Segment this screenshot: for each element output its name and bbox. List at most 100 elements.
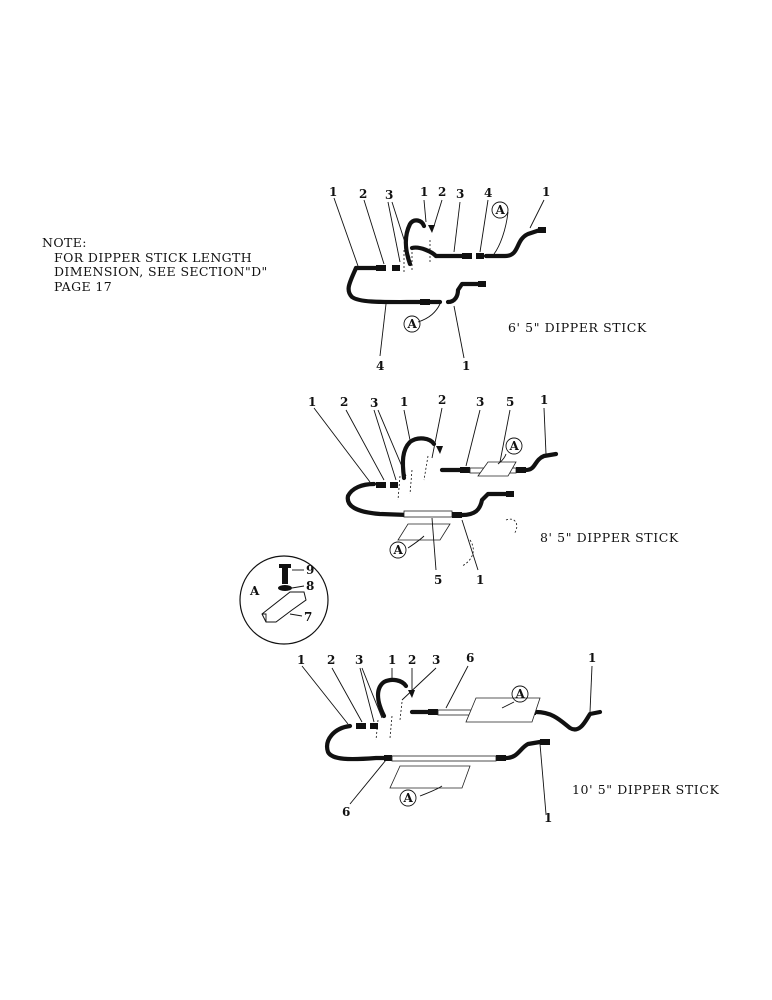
callout-1: 1 [329, 185, 337, 199]
clamp-marker-circle [403, 315, 421, 333]
fitting [452, 512, 462, 518]
leader [313, 407, 371, 483]
hose-upper-1 [375, 677, 409, 719]
leader [349, 759, 387, 805]
callout-1: 1 [462, 359, 470, 373]
callout-3: 3 [432, 653, 440, 667]
leader [529, 199, 545, 229]
clamp-marker: A [495, 203, 506, 217]
assembly-10-5: 1 2 3 1 2 3 6 1 6 1 A A 10' 5" DIPPER ST… [297, 651, 719, 825]
callout-2: 2 [327, 653, 335, 667]
clamp-marker-circle [511, 685, 529, 703]
hose-lower-2 [503, 739, 543, 761]
clamp-marker-circle [399, 789, 417, 807]
hose-upper-2 [533, 709, 603, 732]
callout-1: 1 [476, 573, 484, 587]
callout-9: 9 [306, 563, 314, 577]
callout-8: 8 [306, 579, 314, 593]
tube [391, 755, 497, 762]
leader [345, 409, 385, 481]
clamp-marker: A [403, 791, 414, 805]
leader [391, 201, 411, 259]
callout-5: 5 [434, 573, 442, 587]
fitting [428, 225, 435, 233]
leader [403, 409, 411, 441]
callout-1: 1 [588, 651, 596, 665]
leader [431, 517, 437, 571]
callout-2: 2 [438, 393, 446, 407]
leader [333, 197, 359, 267]
detail-label: A [249, 584, 260, 598]
fitting [370, 723, 378, 729]
leader [431, 407, 443, 459]
callout-3: 3 [370, 396, 378, 410]
callout-2: 2 [408, 653, 416, 667]
assembly-caption: 10' 5" DIPPER STICK [572, 782, 719, 797]
callout-1: 1 [308, 395, 316, 409]
callout-1: 1 [540, 393, 548, 407]
assembly-6-5: 1 2 3 1 2 3 4 1 4 1 A A 6' 5" DIPPER STI… [329, 185, 646, 373]
fitting [506, 491, 514, 497]
leader [291, 585, 305, 589]
callout-7: 7 [304, 610, 312, 624]
leader [407, 535, 425, 549]
fitting [390, 482, 398, 488]
callout-3: 3 [476, 395, 484, 409]
tube [403, 510, 453, 518]
fitting [516, 467, 526, 473]
note-line-1: FOR DIPPER STICK LENGTH [54, 249, 253, 265]
leader [497, 453, 507, 465]
clamp-plate [465, 697, 541, 723]
clamp-marker-circle [505, 437, 523, 455]
leader [301, 665, 349, 725]
hose-upper-1 [403, 218, 427, 267]
leader [433, 199, 443, 227]
washer [278, 585, 292, 591]
callout-4: 4 [484, 186, 492, 200]
hose-upper-2 [523, 451, 559, 473]
leader [465, 409, 481, 467]
leader [423, 199, 427, 223]
hose-lower-1 [346, 265, 443, 305]
leader [453, 305, 465, 359]
dashed-lines [397, 455, 429, 501]
hose-lower-2 [445, 281, 481, 305]
hose-upper-2 [483, 227, 543, 259]
fitting [478, 281, 486, 287]
leader [289, 613, 303, 617]
clamp-bracket-edge [262, 613, 267, 622]
leader [387, 201, 401, 263]
leader [361, 667, 383, 719]
callout-6: 6 [342, 805, 350, 819]
fitting [376, 265, 386, 271]
dashed-lines [505, 518, 518, 535]
callout-1: 1 [542, 185, 550, 199]
leader [359, 667, 375, 723]
callout-2: 2 [359, 187, 367, 201]
clamp-bracket [261, 591, 307, 623]
leader [499, 409, 511, 463]
note-heading: NOTE: [42, 235, 87, 250]
leader [479, 199, 489, 253]
fitting [540, 739, 550, 745]
leader [501, 701, 515, 709]
note-line-3: PAGE 17 [54, 278, 113, 294]
callout-1: 1 [297, 653, 305, 667]
hose-upper-1 [400, 436, 437, 481]
bolt [282, 566, 288, 584]
clamp-marker: A [407, 317, 418, 331]
dashed-lines [375, 701, 403, 741]
fitting [460, 467, 470, 473]
callout-3: 3 [355, 653, 363, 667]
fitting [384, 755, 392, 761]
clamp-marker: A [393, 543, 404, 557]
fitting [476, 253, 484, 259]
callout-1: 1 [420, 185, 428, 199]
fitting [408, 690, 415, 698]
hose-lower-1 [345, 481, 411, 518]
callout-3: 3 [385, 188, 393, 202]
leader [543, 407, 547, 455]
fitting [376, 482, 386, 488]
clamp-marker: A [509, 439, 520, 453]
